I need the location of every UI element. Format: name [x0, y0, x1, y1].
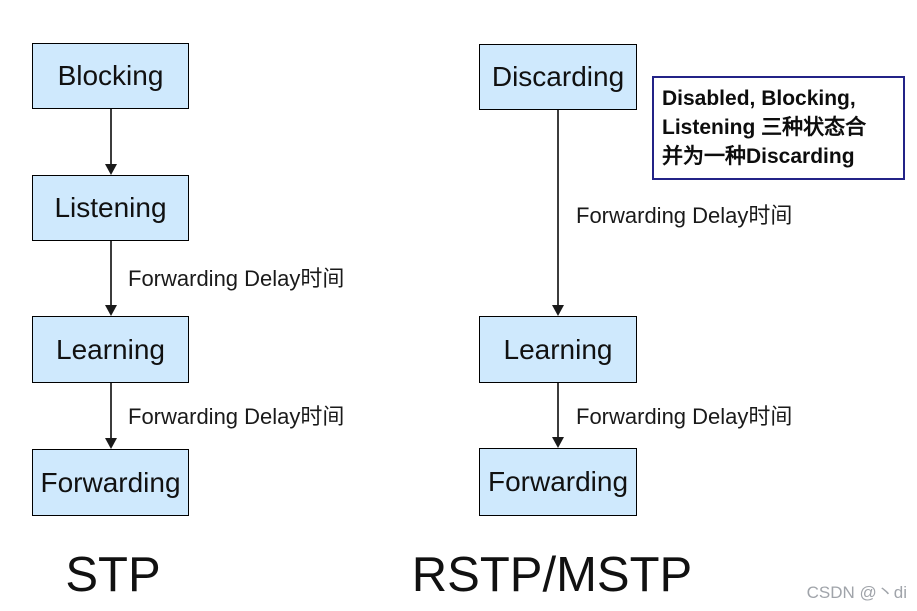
arrow-blocking-to-listening — [110, 109, 112, 164]
state-box-blocking: Blocking — [32, 43, 189, 109]
arrow-learning-to-forwarding-rstp — [557, 383, 559, 437]
stp-title: STP — [65, 548, 161, 602]
arrow-discarding-to-learning — [557, 110, 559, 305]
state-box-listening: Listening — [32, 175, 189, 241]
state-box-learning-rstp: Learning — [479, 316, 637, 383]
state-label-learning-stp: Learning — [56, 333, 165, 365]
state-box-discarding: Discarding — [479, 44, 637, 110]
state-label-listening: Listening — [54, 192, 167, 223]
rstp-delay-label-2: Forwarding Delay时间 — [576, 404, 793, 429]
note-line-2: Listening 三种状态合 — [662, 116, 867, 139]
state-box-forwarding-stp: Forwarding — [32, 449, 189, 516]
stp-delay-label-1: Forwarding Delay时间 — [128, 266, 345, 291]
arrow-listening-to-learning — [110, 241, 112, 305]
csdn-watermark: CSDN @丶di — [806, 583, 907, 602]
rstp-delay-label-1: Forwarding Delay时间 — [576, 203, 793, 228]
state-label-blocking: Blocking — [57, 60, 164, 91]
rstp-title: RSTP/MSTP — [411, 548, 693, 602]
state-box-learning-stp: Learning — [32, 316, 189, 383]
state-label-forwarding-stp: Forwarding — [40, 466, 181, 498]
state-label-discarding: Discarding — [491, 61, 625, 92]
merged-states-note: Disabled, Blocking, Listening 三种状态合 并为一种… — [652, 76, 905, 180]
state-box-forwarding-rstp: Forwarding — [479, 448, 637, 516]
stp-delay-label-2: Forwarding Delay时间 — [128, 404, 345, 429]
arrow-learning-to-forwarding-stp — [110, 383, 112, 438]
note-line-1: Disabled, Blocking, — [662, 87, 856, 110]
note-line-3: 并为一种Discarding — [662, 145, 855, 168]
state-label-learning-rstp: Learning — [503, 333, 613, 365]
state-label-forwarding-rstp: Forwarding — [487, 466, 629, 497]
